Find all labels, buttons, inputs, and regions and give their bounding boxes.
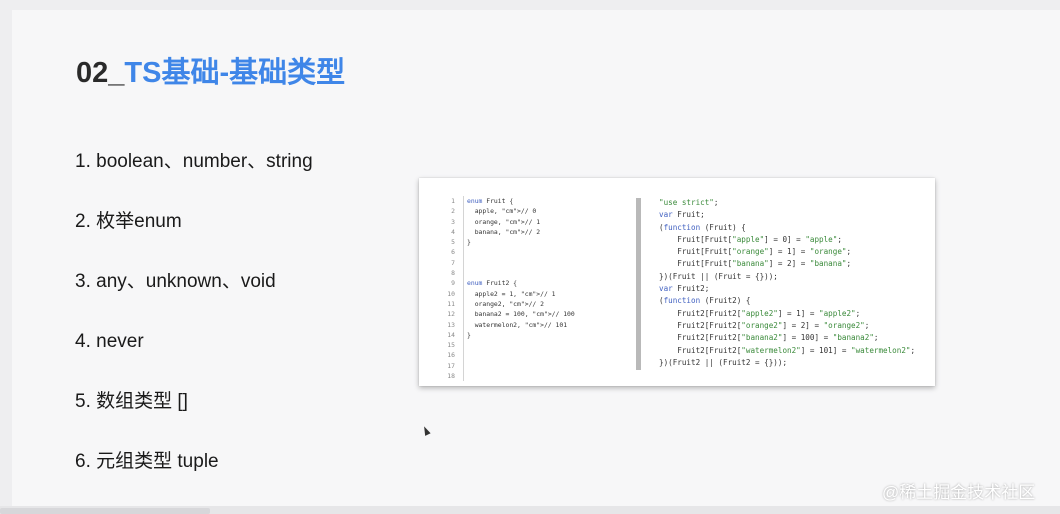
watermark: @稀土掘金技术社区 (882, 483, 1036, 502)
line-number: 7 (451, 258, 455, 267)
code-line (467, 350, 575, 360)
code-line: apple, "cm">// 0 (467, 207, 537, 216)
line-number: 9 (451, 279, 455, 288)
code-line: enum Fruit { (467, 197, 514, 205)
code-line: var Fruit; (659, 210, 705, 220)
code-line (467, 247, 575, 257)
line-number: 6 (451, 248, 455, 257)
line-number: 2 (451, 207, 455, 216)
code-line: enum Fruit2 { (467, 279, 518, 288)
code-line: } (467, 330, 471, 339)
code-line: banana2 = 100, "cm">// 100 (467, 310, 575, 319)
code-line: } (467, 238, 471, 247)
title-underscore: _ (108, 57, 125, 89)
list-item: 6. 元组类型 tuple (75, 451, 219, 472)
code-line: })(Fruit2 || (Fruit2 = {})); (659, 357, 788, 367)
code-line: Fruit2[Fruit2["apple2"] = 1] = "apple2"; (659, 308, 861, 318)
topic-list: 1. boolean、number、string 2. 枚举enum 3. an… (75, 148, 313, 508)
code-line: watermelon2, "cm">// 101 (467, 320, 568, 329)
title-text: TS基础-基础类型 (124, 57, 346, 89)
code-line: })(Fruit || (Fruit = {})); (659, 271, 778, 281)
list-item: 5. 数组类型 [] (75, 391, 188, 412)
line-number: 4 (451, 227, 455, 236)
list-item: 2. 枚举enum (75, 211, 182, 232)
scrollbar-thumb[interactable] (0, 508, 210, 514)
code-line: banana, "cm">// 2 (467, 227, 541, 236)
line-number: 11 (447, 299, 455, 308)
line-number: 18 (447, 372, 455, 381)
line-number: 1 (451, 197, 455, 205)
ts-source-code: enum Fruit { apple, "cm">// 0 orange, "c… (463, 196, 575, 382)
line-number: 14 (447, 330, 455, 339)
bottom-scrollbar[interactable] (0, 506, 1060, 514)
code-line (467, 258, 575, 268)
list-item: 1. boolean、number、string (75, 151, 313, 172)
code-line: Fruit2[Fruit2["watermelon2"] = 101] = "w… (659, 345, 916, 355)
code-line (467, 340, 575, 350)
code-line: Fruit2[Fruit2["banana2"] = 100] = "banan… (659, 333, 879, 343)
js-output-code: "use strict"; var Fruit; (function (Fruit)… (659, 197, 915, 369)
code-line: (function (Fruit2) { (659, 296, 751, 306)
line-number: 15 (447, 341, 455, 350)
list-item: 3. any、unknown、void (75, 271, 276, 292)
page-title: 02_TS基础-基础类型 (76, 54, 345, 92)
code-line: apple2 = 1, "cm">// 1 (467, 289, 556, 298)
code-line: Fruit2[Fruit2["orange2"] = 2] = "orange2… (659, 320, 870, 330)
line-number: 13 (447, 320, 455, 329)
code-line: "use strict"; (659, 198, 719, 207)
title-number: 02 (76, 57, 109, 89)
code-line: var Fruit2; (659, 284, 710, 294)
code-line: orange2, "cm">// 2 (467, 299, 544, 308)
code-line: Fruit[Fruit["orange"] = 1] = "orange"; (659, 247, 852, 257)
code-line (467, 268, 575, 278)
line-number: 12 (447, 310, 455, 319)
list-item: 4. never (75, 331, 144, 352)
pane-divider[interactable] (636, 198, 641, 370)
line-number: 16 (447, 351, 455, 360)
code-line: orange, "cm">// 1 (467, 217, 541, 226)
line-number: 3 (451, 217, 455, 226)
code-line: Fruit[Fruit["banana"] = 2] = "banana"; (659, 259, 852, 269)
code-line: (function (Fruit) { (659, 222, 746, 232)
line-number: 8 (451, 269, 455, 278)
line-number: 10 (447, 289, 455, 298)
line-number: 17 (447, 361, 455, 370)
code-line: Fruit[Fruit["apple"] = 0] = "apple"; (659, 234, 842, 244)
code-line (467, 361, 575, 371)
code-line (467, 371, 575, 381)
line-number: 5 (451, 238, 455, 247)
